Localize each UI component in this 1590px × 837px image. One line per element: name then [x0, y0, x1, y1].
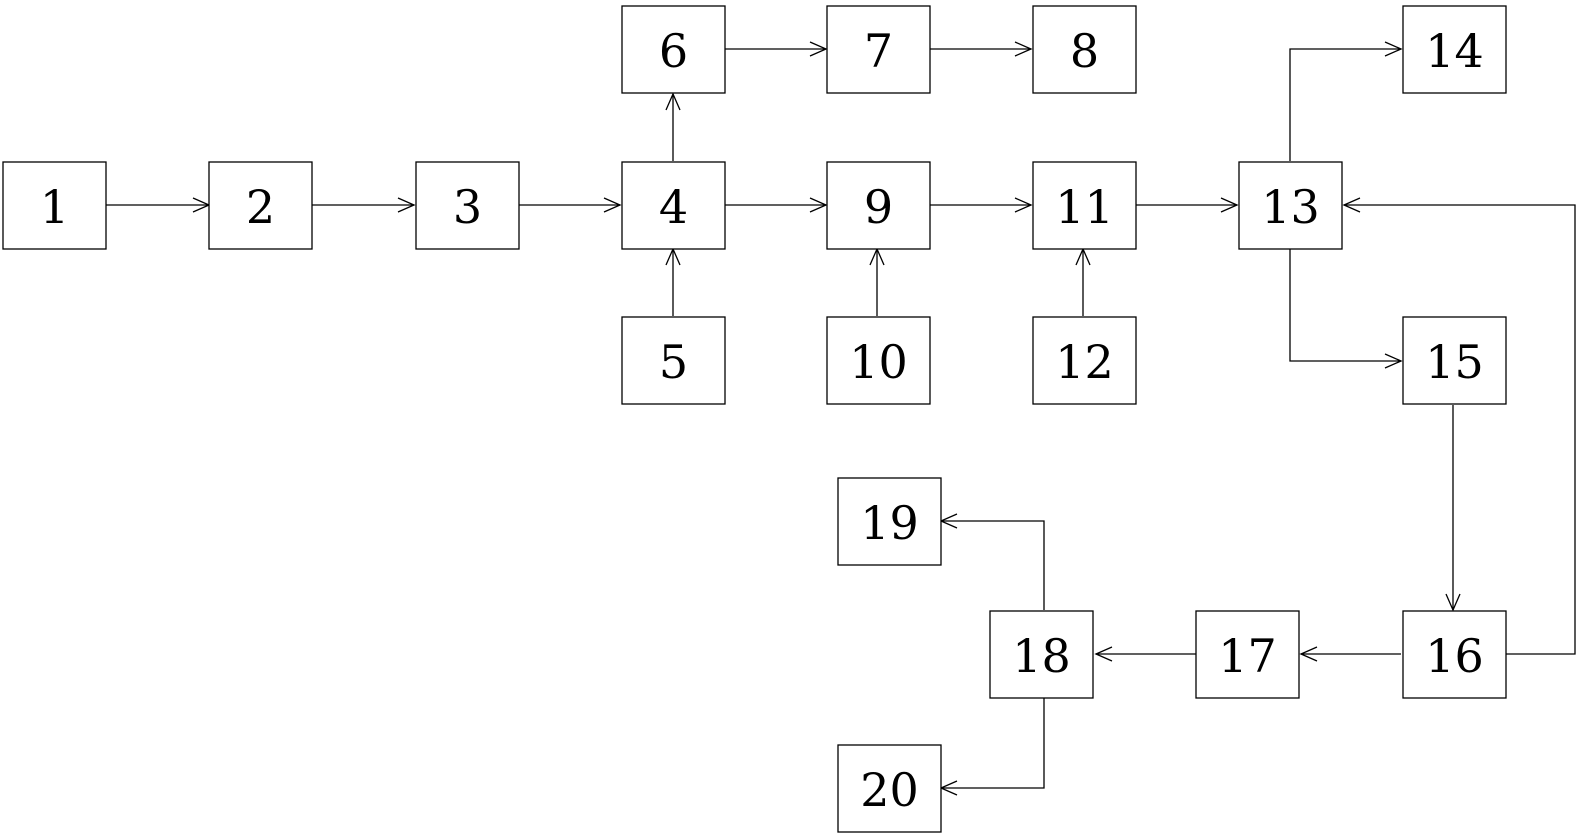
block-17-label: 17: [1218, 629, 1277, 683]
block-4: 4: [621, 161, 726, 250]
block-8-label: 8: [1070, 24, 1099, 78]
block-3-label: 3: [453, 180, 482, 234]
block-14: 14: [1402, 5, 1507, 94]
block-2-label: 2: [246, 180, 275, 234]
block-19-label: 19: [860, 496, 919, 550]
edge-16-to-13: [1342, 197, 1576, 655]
block-16: 16: [1402, 610, 1507, 699]
blocks: 1 2 3 4 5 6 7 8: [2, 5, 1507, 833]
block-6-label: 6: [659, 24, 688, 78]
block-13: 13: [1238, 161, 1343, 250]
connections: [106, 41, 1576, 796]
block-7: 7: [826, 5, 931, 94]
edge-18-to-20: [939, 698, 1045, 796]
edge-18-to-19: [939, 513, 1045, 610]
block-13-label: 13: [1261, 180, 1320, 234]
block-19: 19: [837, 477, 942, 566]
block-5: 5: [621, 316, 726, 405]
block-4-label: 4: [659, 180, 688, 234]
block-12: 12: [1032, 316, 1137, 405]
block-18-label: 18: [1012, 629, 1071, 683]
block-9-label: 9: [864, 180, 893, 234]
edge-13-to-14: [1289, 41, 1403, 161]
block-18: 18: [989, 610, 1094, 699]
block-1: 1: [2, 161, 107, 250]
block-10-label: 10: [849, 335, 908, 389]
block-17: 17: [1195, 610, 1300, 699]
block-20: 20: [837, 744, 942, 833]
edge-13-to-15: [1289, 249, 1403, 369]
block-8: 8: [1032, 5, 1137, 94]
block-16-label: 16: [1425, 629, 1484, 683]
block-1-label: 1: [40, 180, 69, 234]
block-11: 11: [1032, 161, 1137, 250]
block-10: 10: [826, 316, 931, 405]
block-2: 2: [208, 161, 313, 250]
block-5-label: 5: [659, 335, 688, 389]
block-11-label: 11: [1055, 180, 1114, 234]
block-6: 6: [621, 5, 726, 94]
block-15-label: 15: [1425, 335, 1484, 389]
block-12-label: 12: [1055, 335, 1114, 389]
block-14-label: 14: [1425, 24, 1484, 78]
block-7-label: 7: [864, 24, 893, 78]
block-9: 9: [826, 161, 931, 250]
block-15: 15: [1402, 316, 1507, 405]
block-3: 3: [415, 161, 520, 250]
block-20-label: 20: [860, 763, 919, 817]
